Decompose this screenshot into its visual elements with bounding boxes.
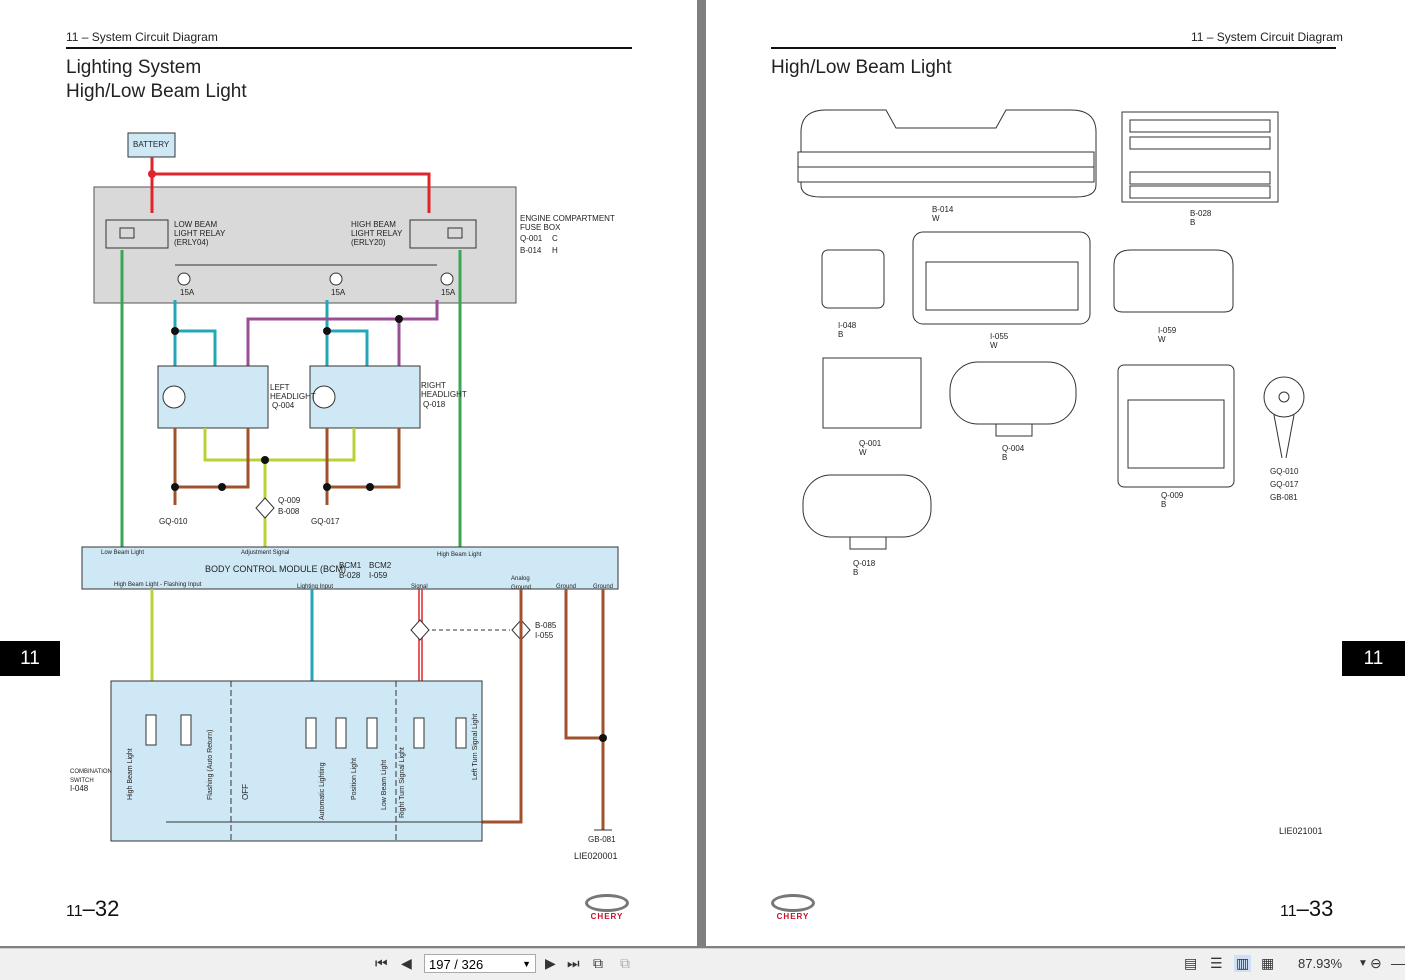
chapter-tab: 11 <box>1342 641 1405 676</box>
fuse-box-c: C <box>552 234 558 243</box>
sw-low-beam: Low Beam Light <box>381 759 388 810</box>
high-beam-relay-label: HIGH BEAM LIGHT RELAY (ERLY20) <box>351 220 403 247</box>
zoom-dropdown-icon[interactable]: ▼ <box>1358 958 1368 969</box>
page-header: 11 – System Circuit Diagram <box>1191 30 1343 44</box>
diagram-code-right: LIE021001 <box>1279 826 1323 836</box>
b008-label: B-008 <box>278 507 300 516</box>
header-rule <box>66 47 632 49</box>
ground-gq017: GQ-017 <box>1270 480 1299 489</box>
facing-view-icon[interactable]: ▥ <box>1234 955 1252 972</box>
left-headlight-label: LEFT HEADLIGHT <box>270 383 316 401</box>
bcm-ground-2: Ground <box>593 584 614 590</box>
bcm-flashing-input: High Beam Light - Flashing Input <box>114 582 202 588</box>
last-page-icon[interactable]: ⏭ <box>567 955 580 971</box>
bcm-analog-ground: Analog Ground <box>511 576 532 591</box>
section-title: Lighting System <box>66 57 202 78</box>
chapter-tab: 11 <box>0 641 60 676</box>
fuse-box-label: ENGINE COMPARTMENT FUSE BOX <box>520 214 615 232</box>
combination-switch-label: COMBINATION SWITCH <box>70 769 112 784</box>
bcm-high-beam: High Beam Light <box>437 552 482 558</box>
sw-flashing: Flashing (Auto Return) <box>207 729 214 800</box>
bcm-signal: Signal <box>411 584 428 590</box>
fuse-box-h: H <box>552 246 558 255</box>
single-page-view-icon[interactable]: ▤ <box>1184 955 1198 971</box>
bcm-low-beam: Low Beam Light <box>101 550 145 556</box>
ground-gb081: GB-081 <box>1270 493 1298 502</box>
circuit-diagram <box>81 132 619 842</box>
header-rule <box>771 47 1336 49</box>
bcm2-label: BCM2 <box>369 561 392 570</box>
page-number: 11–33 <box>1280 896 1334 921</box>
connector-views <box>797 109 1305 550</box>
right-page: 11 – System Circuit Diagram High/Low Bea… <box>706 0 1405 946</box>
pdf-toolbar: ⏮ ◀ 197 / 326▼ ▶ ⏭ ⧉ ⧉ ▤ ☰ ▥ ▦ 87.93% ▼ … <box>0 948 1405 980</box>
gq017-label: GQ-017 <box>311 517 340 526</box>
right-headlight-label: RIGHT HEADLIGHT <box>421 381 467 399</box>
bcm2-code: I-059 <box>369 571 388 580</box>
ground-gq010: GQ-010 <box>1270 467 1299 476</box>
sw-off: OFF <box>241 784 250 800</box>
fuse-15a-1: 15A <box>180 288 195 297</box>
battery-label: BATTERY <box>133 140 170 149</box>
sw-left-turn: Left Turn Signal Light <box>472 713 479 780</box>
left-headlight-code: Q-004 <box>272 401 295 410</box>
chery-logo: CHERY <box>770 894 816 921</box>
low-beam-relay-label: LOW BEAM LIGHT RELAY (ERLY04) <box>174 220 226 247</box>
sw-position: Position Light <box>351 757 358 800</box>
bcm1-label: BCM1 <box>339 561 362 570</box>
bcm-ground-1: Ground <box>556 584 577 590</box>
combination-switch-code: I-048 <box>70 784 89 793</box>
gq010-label: GQ-010 <box>159 517 188 526</box>
i055-label: I-055 <box>535 631 554 640</box>
diagram-code-left: LIE020001 <box>574 851 618 861</box>
previous-page-icon[interactable]: ◀ <box>401 955 412 971</box>
continuous-facing-view-icon[interactable]: ▦ <box>1261 955 1275 971</box>
bcm1-code: B-028 <box>339 571 361 580</box>
b085-label: B-085 <box>535 621 557 630</box>
zoom-slider[interactable]: — <box>1391 955 1405 971</box>
gb081-label: GB-081 <box>588 835 616 844</box>
q009-label: Q-009 <box>278 496 301 505</box>
section-subtitle: High/Low Beam Light <box>66 81 247 102</box>
bcm-lighting-input: Lighting Input <box>297 584 334 590</box>
zoom-out-icon[interactable]: ⊖ <box>1370 955 1382 971</box>
page-number: 11–32 <box>66 896 120 921</box>
page-header: 11 – System Circuit Diagram <box>66 30 218 44</box>
go-back-icon[interactable]: ⧉ <box>593 955 603 971</box>
fuse-15a-2: 15A <box>331 288 346 297</box>
zoom-level[interactable]: 87.93% <box>1298 956 1343 971</box>
first-page-icon[interactable]: ⏮ <box>375 955 388 971</box>
left-page: 11 – System Circuit Diagram Lighting Sys… <box>0 0 697 946</box>
fuse-15a-3: 15A <box>441 288 456 297</box>
continuous-view-icon[interactable]: ☰ <box>1210 955 1223 971</box>
sw-auto: Automatic Lighting <box>319 762 326 820</box>
fuse-box-b014: B-014 <box>520 246 542 255</box>
section-title: High/Low Beam Light <box>771 57 952 78</box>
bcm-adjustment: Adjustment Signal <box>241 550 290 556</box>
chevron-down-icon[interactable]: ▼ <box>522 959 531 969</box>
page-number-input[interactable]: 197 / 326▼ <box>424 954 536 973</box>
sw-high-beam: High Beam Light <box>127 748 134 800</box>
go-forward-icon[interactable]: ⧉ <box>620 955 630 971</box>
sw-right-turn: Right Turn Signal Light <box>399 747 406 818</box>
chery-logo: CHERY <box>584 894 630 921</box>
fuse-box-q001: Q-001 <box>520 234 543 243</box>
right-headlight-code: Q-018 <box>423 400 446 409</box>
next-page-icon[interactable]: ▶ <box>545 955 556 971</box>
bcm-label: BODY CONTROL MODULE (BCM) <box>205 564 347 574</box>
